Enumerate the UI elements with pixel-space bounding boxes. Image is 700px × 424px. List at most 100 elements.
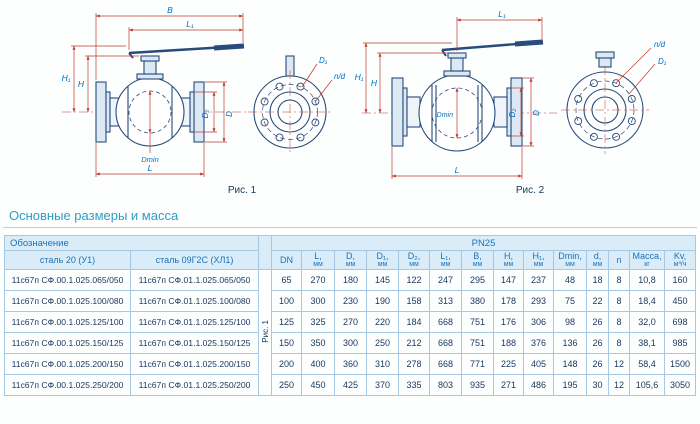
value-h1: 293 — [523, 290, 554, 313]
value-h1: 486 — [523, 374, 554, 397]
value-bolt_d: 26 — [586, 332, 609, 355]
column-header-h: H,мм — [493, 249, 524, 271]
dim-label-h: H — [78, 79, 85, 89]
value-n: 8 — [608, 290, 630, 313]
value-dn: 200 — [271, 353, 302, 376]
figure-2-caption: Рис. 2 — [516, 185, 545, 196]
value-h: 225 — [493, 353, 524, 376]
column-header-bolt_d: d,мм — [586, 249, 609, 271]
value-dmin: 75 — [553, 290, 587, 313]
value-l: 400 — [301, 353, 335, 376]
value-l1: 247 — [429, 269, 462, 292]
column-header-d2: D₂,мм — [398, 249, 430, 271]
value-kv: 698 — [664, 311, 696, 334]
value-b: 295 — [461, 269, 494, 292]
value-d1: 190 — [366, 290, 399, 313]
value-h: 188 — [493, 332, 524, 355]
value-dn: 250 — [271, 374, 302, 397]
value-b: 751 — [461, 332, 494, 355]
figure-reference-cell: Рис. 1 — [258, 269, 272, 397]
value-l1: 313 — [429, 290, 462, 313]
column-header-l1: L₁,мм — [429, 249, 462, 271]
column-header-l: L,мм — [301, 249, 335, 271]
flange-front-view — [566, 51, 644, 149]
value-n: 12 — [608, 374, 630, 397]
value-d1: 250 — [366, 332, 399, 355]
value-d2: 122 — [398, 269, 430, 292]
value-dn: 125 — [271, 311, 302, 334]
column-header-n: n — [608, 249, 630, 271]
value-l: 450 — [301, 374, 335, 397]
designation-steel09: 11с67п СФ.01.1.025.100/080 — [130, 290, 259, 313]
column-header-dmin: Dmin,мм — [553, 249, 587, 271]
value-d2: 158 — [398, 290, 430, 313]
value-mass: 10,8 — [629, 269, 665, 292]
value-dn: 150 — [271, 332, 302, 355]
value-bolt_d: 26 — [586, 311, 609, 334]
column-header-d: D,мм — [334, 249, 367, 271]
dim-label-d1: D₁ — [319, 56, 328, 65]
dim-label-h1: H₁ — [62, 73, 71, 83]
value-b: 751 — [461, 311, 494, 334]
value-d1: 310 — [366, 353, 399, 376]
value-dn: 65 — [271, 269, 302, 292]
value-mass: 58,4 — [629, 353, 665, 376]
value-h: 147 — [493, 269, 524, 292]
designation-steel09: 11с67п СФ.01.1.025.250/200 — [130, 374, 259, 397]
value-n: 12 — [608, 353, 630, 376]
dim-label-b: B — [167, 5, 173, 15]
value-l1: 668 — [429, 311, 462, 334]
value-kv: 985 — [664, 332, 696, 355]
column-header-mass: Масса,кг — [629, 249, 665, 271]
table-header-row-1: Обозначение PN25 — [4, 234, 696, 271]
dim-label-d2: D₂ — [508, 109, 517, 118]
value-d: 300 — [334, 332, 367, 355]
value-kv: 450 — [664, 290, 696, 313]
value-d2: 335 — [398, 374, 430, 397]
value-d1: 370 — [366, 374, 399, 397]
designation-steel20: 11с67п СФ.00.1.025.200/150 — [4, 353, 131, 376]
column-header-kv: Kv,м³/ч — [664, 249, 696, 271]
dim-label-d1: D₁ — [658, 57, 667, 66]
value-bolt_d: 22 — [586, 290, 609, 313]
value-b: 935 — [461, 374, 494, 397]
designation-steel20: 11с67п СФ.00.1.025.150/125 — [4, 332, 131, 355]
dim-label-d2: D₂ — [201, 110, 210, 119]
value-bolt_d: 30 — [586, 374, 609, 397]
value-d2: 278 — [398, 353, 430, 376]
steel09-header: сталь 09Г2С (ХЛ1) — [130, 249, 259, 271]
value-h1: 376 — [523, 332, 554, 355]
designation-steel09: 11с67п СФ.01.1.025.065/050 — [130, 269, 259, 292]
value-dmin: 48 — [553, 269, 587, 292]
dimension-lines — [363, 17, 543, 179]
value-dmin: 195 — [553, 374, 587, 397]
value-h1: 237 — [523, 269, 554, 292]
column-header-dn: DN — [271, 249, 302, 271]
designation-header: Обозначение — [4, 235, 259, 251]
pn-header: PN25 — [271, 235, 696, 251]
value-d: 425 — [334, 374, 367, 397]
value-b: 771 — [461, 353, 494, 376]
figure-1-drawing: B L₁ H H₁ D₂ D Dmin L D₁ n/d Рис. 1 — [62, 5, 346, 196]
dim-label-l1: L₁ — [186, 19, 194, 29]
dim-label-h: H — [371, 78, 378, 88]
value-kv: 1500 — [664, 353, 696, 376]
dimensions-table: Обозначение PN25 сталь 20 (У1) сталь 09Г… — [4, 234, 696, 397]
value-d: 270 — [334, 311, 367, 334]
value-d2: 212 — [398, 332, 430, 355]
value-n: 8 — [608, 269, 630, 292]
value-h1: 405 — [523, 353, 554, 376]
front-view-leaders — [561, 47, 656, 154]
designation-steel20: 11с67п СФ.00.1.025.100/080 — [4, 290, 131, 313]
value-h1: 306 — [523, 311, 554, 334]
value-bolt_d: 18 — [586, 269, 609, 292]
dim-label-l: L — [148, 163, 153, 173]
steel20-header: сталь 20 (У1) — [4, 249, 131, 271]
value-l1: 668 — [429, 353, 462, 376]
